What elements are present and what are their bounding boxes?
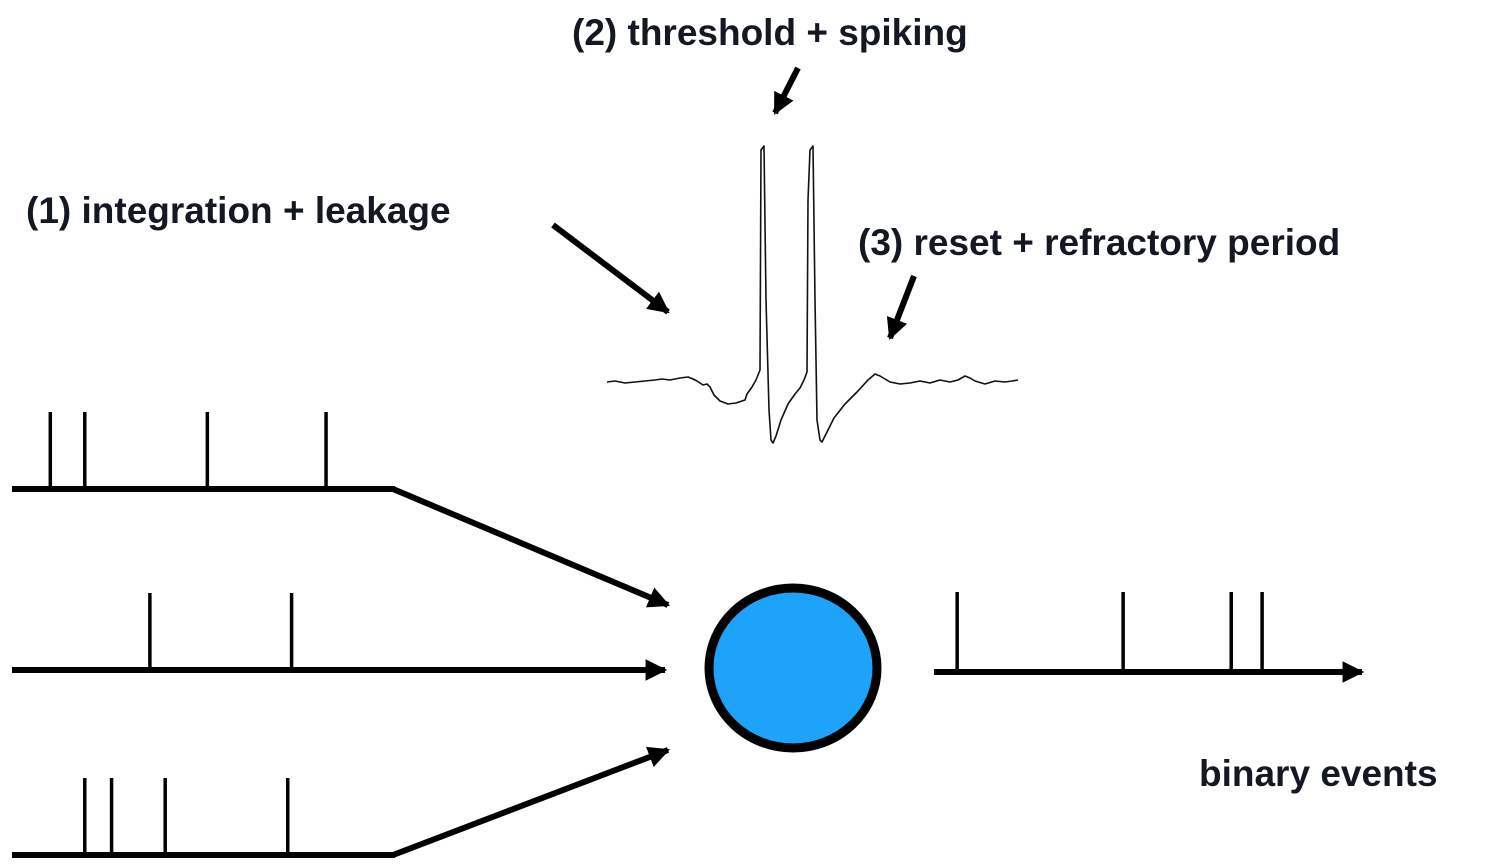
neuron-node [704, 583, 882, 753]
label-integration-leakage: (1) integration + leakage [26, 190, 451, 231]
input-train-2 [12, 593, 668, 681]
label-binary-events: binary events [1199, 753, 1438, 794]
input-arrow-3 [391, 746, 671, 858]
label-threshold-spiking: (2) threshold + spiking [572, 12, 968, 53]
membrane-potential-trace [606, 145, 1019, 444]
input-train-3 [12, 746, 671, 858]
arrow-integration-icon [551, 222, 670, 315]
input-train-1 [12, 412, 670, 608]
input-arrow-1 [391, 486, 670, 608]
label-reset-refractory: (3) reset + refractory period [858, 222, 1341, 263]
arrow-reset-icon [886, 274, 917, 341]
arrow-threshold-icon [772, 66, 801, 115]
output-train [934, 592, 1365, 683]
